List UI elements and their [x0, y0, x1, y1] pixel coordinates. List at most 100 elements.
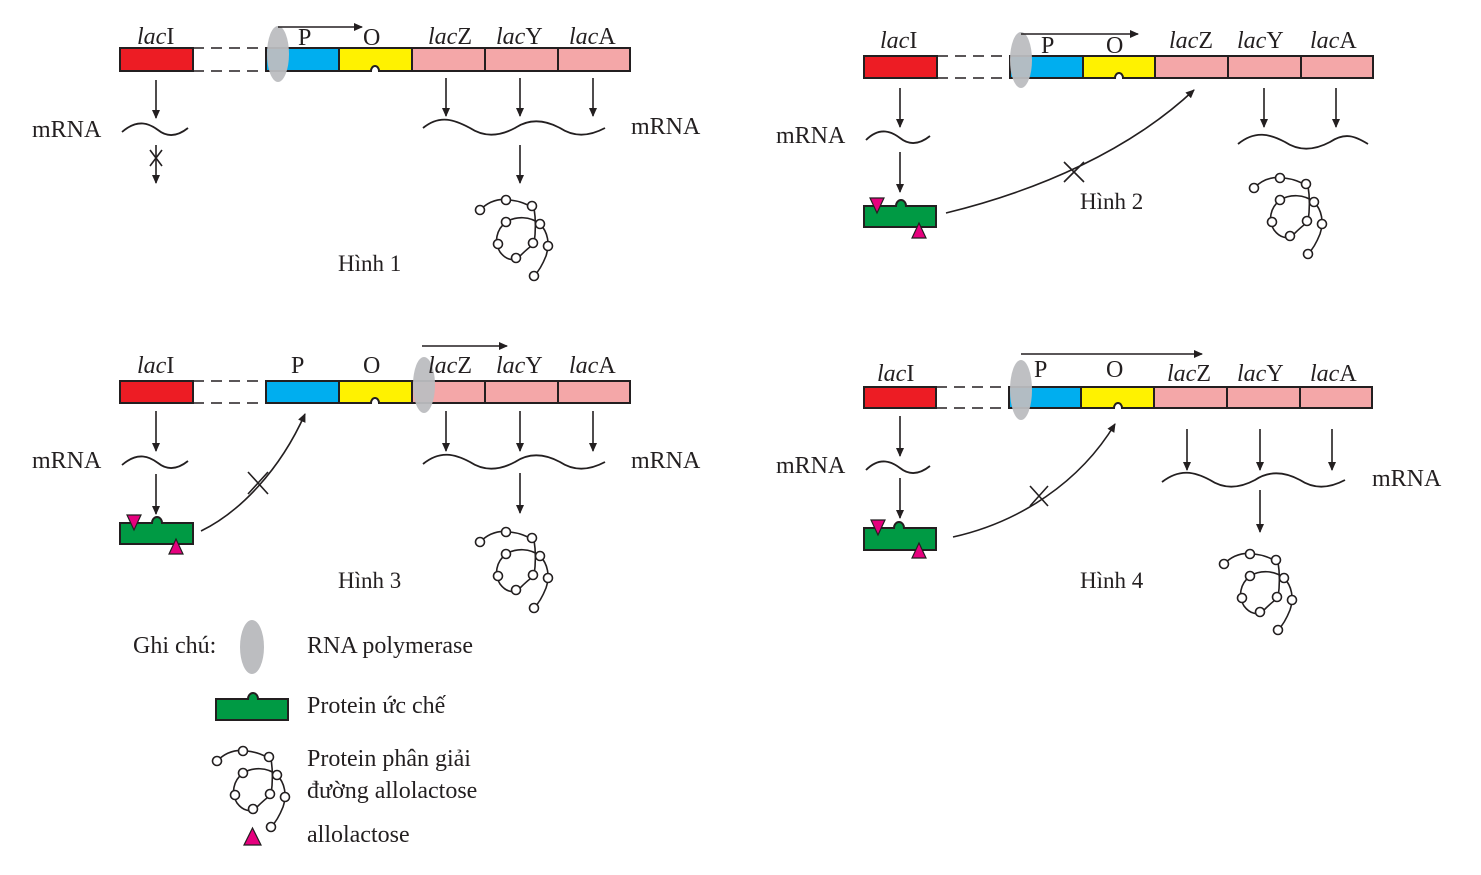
- lacI-mrna: [865, 460, 931, 474]
- lacY-label: lacY: [1237, 361, 1284, 387]
- figure-caption: Hình 1: [338, 251, 401, 276]
- repressor-binding-arrow: [952, 423, 1116, 538]
- block-cross-icon: [149, 149, 163, 167]
- repressor-binding-arrow: [945, 89, 1195, 214]
- rna-polymerase: [267, 26, 289, 82]
- promoter-label: P: [1041, 33, 1054, 59]
- mrna-label: mRNA: [1372, 466, 1442, 492]
- block-cross-icon: [1029, 485, 1049, 507]
- structural-mrna: [1161, 471, 1346, 488]
- allolactose-icon: [911, 221, 927, 239]
- lacZ-gene: [1154, 55, 1229, 79]
- promoter-label: P: [298, 25, 311, 51]
- legend-label-rna-polymerase: RNA polymerase: [307, 633, 473, 659]
- operator-region: [338, 47, 413, 72]
- lacY-gene: [1227, 55, 1302, 79]
- figure-2: lacI P O lacZ lacY lacA mRNA Hình 2: [776, 28, 1374, 260]
- mrna-label: mRNA: [32, 448, 102, 474]
- enzyme-protein-icon: [474, 194, 554, 282]
- lacY-gene: [484, 380, 559, 404]
- structural-mrna: [422, 118, 606, 136]
- repressor-protein-icon: [215, 692, 289, 721]
- allolactose-icon: [911, 541, 927, 559]
- legend-label-enzyme-line1: Protein phân giải: [307, 746, 471, 772]
- lacZ-label: lacZ: [1167, 361, 1211, 387]
- operon-strip: [863, 30, 1374, 88]
- repressor-protein: [863, 519, 937, 559]
- lacZ-label: lacZ: [428, 24, 472, 50]
- operator-region: [1080, 386, 1155, 409]
- promoter-label: P: [1034, 357, 1047, 383]
- repressor-protein: [863, 197, 937, 239]
- figure-4: lacI P O lacZ lacY lacA mRNA Hình 4 mRNA: [776, 350, 1442, 636]
- figure-caption: Hình 2: [1080, 189, 1143, 214]
- block-cross-icon: [247, 471, 269, 495]
- block-cross-icon: [1063, 161, 1085, 183]
- operon-strip: [863, 350, 1373, 420]
- figure-caption: Hình 4: [1080, 568, 1144, 593]
- allolactose-icon: [243, 826, 262, 846]
- enzyme-protein-icon: [1248, 172, 1328, 260]
- lacY-gene: [1226, 386, 1301, 409]
- lacA-label: lacA: [1310, 361, 1357, 387]
- operator-label: O: [363, 25, 380, 51]
- lacY-label: lacY: [496, 353, 543, 379]
- rna-polymerase: [1010, 360, 1032, 420]
- lacI-gene: [863, 386, 937, 409]
- lacZ-label: lacZ: [428, 353, 472, 379]
- legend: Ghi chú: RNA polymerase Protein ức chế P…: [133, 620, 477, 848]
- promoter-label: P: [291, 353, 304, 379]
- lacI-label: lacI: [137, 24, 174, 50]
- allolactose-icon: [869, 197, 885, 215]
- lacI-label: lacI: [880, 28, 917, 54]
- lacA-gene: [1299, 386, 1373, 409]
- lacI-gene: [119, 380, 194, 404]
- legend-label-repressor: Protein ức chế: [307, 693, 447, 719]
- operator-label: O: [1106, 357, 1123, 383]
- lacA-label: lacA: [569, 24, 616, 50]
- mrna-label: mRNA: [32, 117, 102, 143]
- enzyme-protein-icon: [474, 526, 554, 614]
- lacI-mrna: [121, 122, 189, 136]
- lacY-label: lacY: [496, 24, 543, 50]
- lacZ-gene: [1153, 386, 1228, 409]
- mrna-label: mRNA: [631, 448, 701, 474]
- enzyme-protein-icon: [211, 745, 291, 833]
- lacA-label: lacA: [569, 353, 616, 379]
- figure-caption: Hình 3: [338, 568, 401, 593]
- figure-3: lacI P O lacZ lacY lacA mRNA mRNA Hình 3: [32, 342, 701, 614]
- lacA-label: lacA: [1310, 28, 1357, 54]
- operon-strip: [119, 342, 631, 413]
- repressor-binding-arrow: [200, 413, 306, 532]
- lacA-gene: [557, 47, 631, 72]
- structural-mrna: [1237, 133, 1369, 150]
- lacI-label: lacI: [137, 353, 174, 379]
- lacA-gene: [1300, 55, 1374, 79]
- rna-polymerase-icon: [240, 620, 264, 674]
- lacY-label: lacY: [1237, 28, 1284, 54]
- operator-label: O: [363, 353, 380, 379]
- lacI-gene: [863, 55, 938, 79]
- structural-mrna: [422, 453, 606, 470]
- enzyme-protein-icon: [1218, 548, 1298, 636]
- figure-1: lacI P O lacZ lacY lacA mRNA mRNA Hình 1: [32, 23, 701, 282]
- legend-label-enzyme-line2: đường allolactose: [307, 778, 477, 804]
- lacI-mrna: [121, 455, 189, 469]
- mrna-label: mRNA: [776, 453, 846, 479]
- operator-region: [1082, 55, 1156, 79]
- legend-title: Ghi chú:: [133, 633, 216, 659]
- operon-strip: [119, 23, 631, 82]
- lacI-mrna: [865, 130, 931, 144]
- lacZ-label: lacZ: [1169, 28, 1213, 54]
- operator-label: O: [1106, 33, 1123, 59]
- mrna-label: mRNA: [776, 123, 846, 149]
- legend-label-allolactose: allolactose: [307, 822, 410, 848]
- allolactose-icon: [870, 519, 886, 537]
- lacI-label: lacI: [877, 361, 914, 387]
- rna-polymerase: [413, 357, 435, 413]
- mrna-label: mRNA: [631, 114, 701, 140]
- lacZ-gene: [411, 47, 486, 72]
- lacA-gene: [557, 380, 631, 404]
- operator-region: [338, 380, 413, 404]
